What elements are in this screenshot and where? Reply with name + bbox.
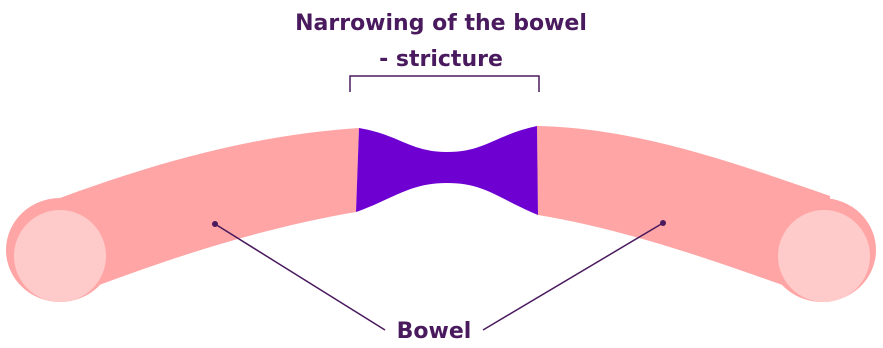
right-bowel-segment (537, 126, 830, 302)
left-bowel-opening (14, 210, 106, 302)
right-bowel-opening (778, 210, 870, 302)
title-line-2: - stricture (379, 47, 503, 72)
right-bowel-leader-line (482, 222, 664, 331)
left-bowel-leader-line (214, 223, 386, 331)
stricture-bracket (349, 75, 540, 92)
stricture-segment (356, 126, 538, 215)
left-bowel-segment (60, 128, 359, 300)
bowel-label: Bowel (397, 319, 472, 344)
title-line-1: Narrowing of the bowel (295, 11, 587, 36)
